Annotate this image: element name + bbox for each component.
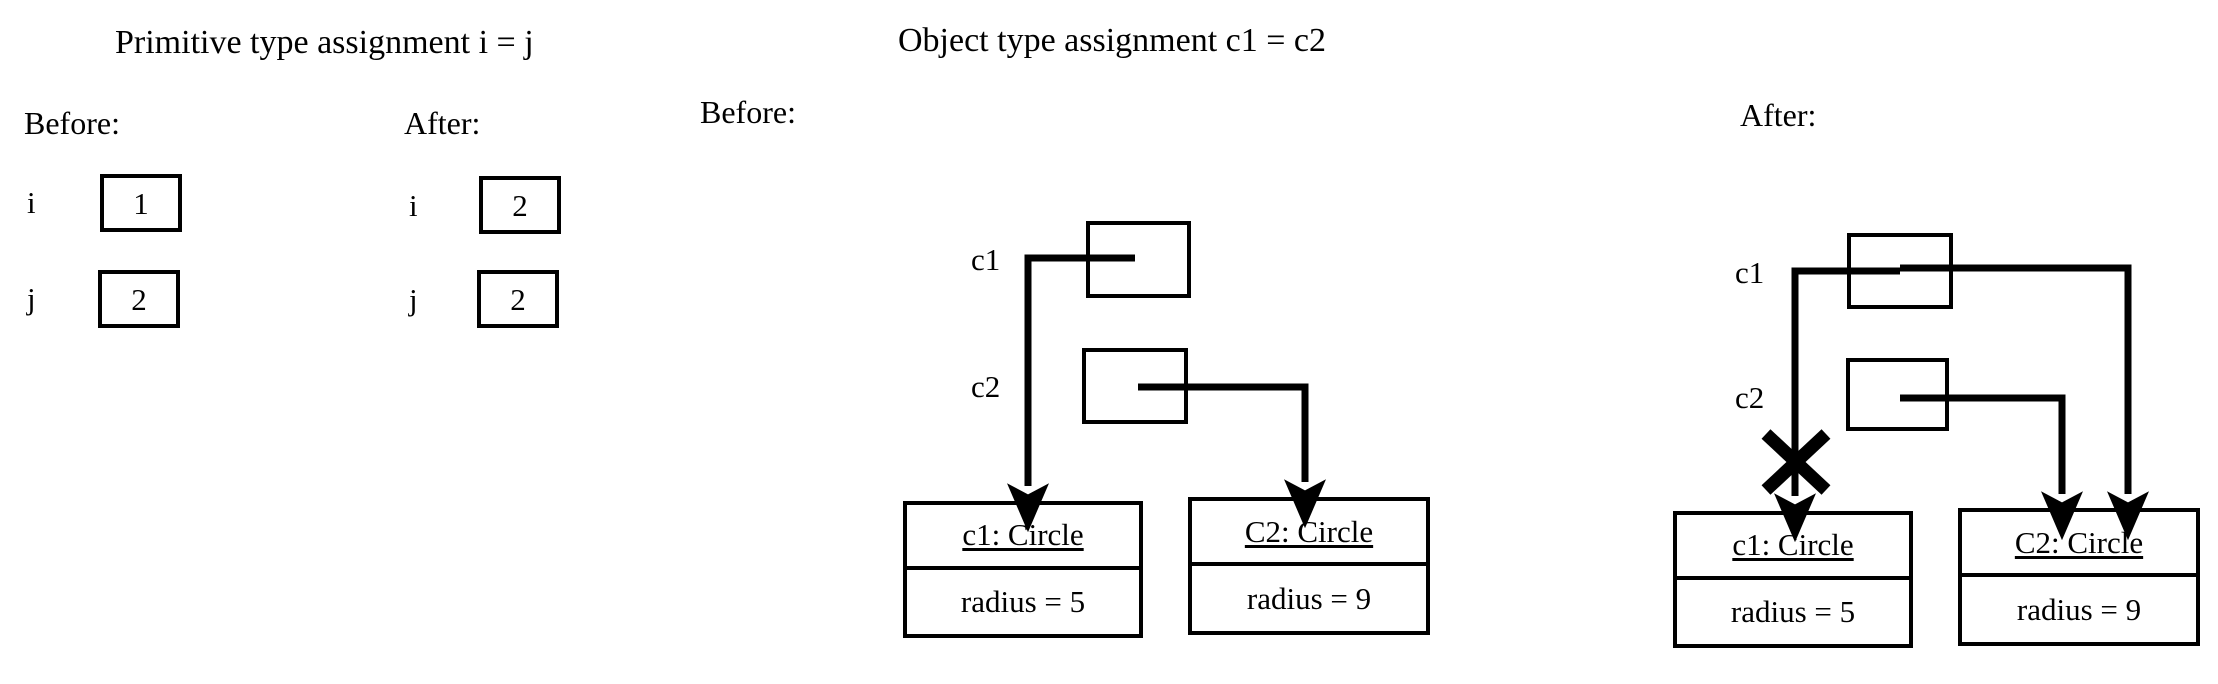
primitive-before-var-i-label: i <box>27 185 36 220</box>
primitive-before-cell-i: 1 <box>100 174 182 232</box>
object-before-instance-c2-header: C2: Circle <box>1244 513 1374 549</box>
primitive-after-cell-i: 2 <box>479 176 561 234</box>
object-before-instance-c1-header: c1: Circle <box>962 517 1084 553</box>
object-before-instance-c2-header-cell: C2: Circle <box>1192 501 1426 566</box>
x-cross-icon <box>1761 429 1831 495</box>
primitive-panel-title: Primitive type assignment i = j <box>115 24 534 61</box>
primitive-before-value-j: 2 <box>131 281 147 317</box>
object-before-ref-box-c2 <box>1082 348 1188 424</box>
object-after-instance-c2-body-cell: radius = 9 <box>1962 577 2196 642</box>
object-after-instance-c2-header: C2: Circle <box>2014 524 2144 560</box>
primitive-after-label: After: <box>404 105 481 141</box>
object-after-instance-c1-body-cell: radius = 5 <box>1677 580 1909 645</box>
object-before-instance-c1: c1: Circle radius = 5 <box>903 501 1143 638</box>
object-before-label: Before: <box>700 94 796 130</box>
primitive-after-var-i-label: i <box>409 188 418 223</box>
object-after-instance-c1-field: radius = 5 <box>1730 593 1856 629</box>
object-after-instance-c1-header: c1: Circle <box>1732 527 1854 563</box>
object-after-instance-c1: c1: Circle radius = 5 <box>1673 511 1913 648</box>
primitive-after-var-j-label: j <box>409 282 418 317</box>
object-panel-title: Object type assignment c1 = c2 <box>898 22 1327 59</box>
primitive-before-value-i: 1 <box>133 185 149 221</box>
object-after-ref-box-c1 <box>1847 233 1953 309</box>
object-before-instance-c2: C2: Circle radius = 9 <box>1188 497 1430 635</box>
primitive-before-label: Before: <box>24 105 120 141</box>
object-before-instance-c2-body-cell: radius = 9 <box>1192 566 1426 631</box>
object-after-ref-c1-label: c1 <box>1735 255 1765 290</box>
primitive-after-value-i: 2 <box>512 187 528 223</box>
object-before-instance-c1-field: radius = 5 <box>960 583 1086 619</box>
object-before-instance-c1-body-cell: radius = 5 <box>907 570 1139 635</box>
primitive-after-cell-j: 2 <box>477 270 559 328</box>
object-after-instance-c2-field: radius = 9 <box>2016 591 2142 627</box>
object-after-label: After: <box>1740 97 1817 133</box>
object-before-instance-c1-header-cell: c1: Circle <box>907 505 1139 570</box>
object-before-ref-box-c1 <box>1086 221 1191 298</box>
object-after-instance-c2-header-cell: C2: Circle <box>1962 512 2196 577</box>
primitive-before-cell-j: 2 <box>98 270 180 328</box>
object-after-ref-c2-label: c2 <box>1735 380 1765 415</box>
object-before-instance-c2-field: radius = 9 <box>1246 580 1372 616</box>
object-after-instance-c2: C2: Circle radius = 9 <box>1958 508 2200 646</box>
object-before-ref-c2-label: c2 <box>971 369 1001 404</box>
primitive-before-var-j-label: j <box>27 281 36 316</box>
object-after-instance-c1-header-cell: c1: Circle <box>1677 515 1909 580</box>
object-after-ref-box-c2 <box>1846 358 1949 431</box>
primitive-after-value-j: 2 <box>510 281 526 317</box>
object-before-ref-c1-label: c1 <box>971 242 1001 277</box>
